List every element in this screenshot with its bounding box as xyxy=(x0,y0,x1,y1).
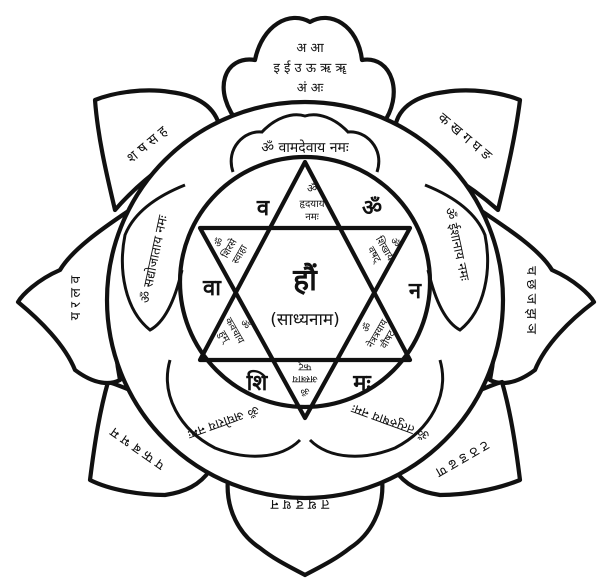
ring-syllable-right: न xyxy=(408,279,422,304)
outer-petal-right-text: च छ ज झ ञ xyxy=(523,266,539,334)
mid-petal-right xyxy=(424,183,490,332)
outer-top-line-1: अ आ xyxy=(296,41,324,56)
hex-bottom-word: अस्त्राय xyxy=(292,373,318,384)
mid-petals xyxy=(120,113,490,458)
hexagram-point-bottom: ॐ अस्त्राय फट् xyxy=(292,361,318,397)
hex-bottom-mantra: फट् xyxy=(297,361,311,372)
mid-petal-bottom-left xyxy=(165,359,302,458)
outer-petal-top-text: अ आ इ ई उ ऊ ऋ ॠ अं अः xyxy=(274,41,348,96)
center-label: (साध्यनाम) xyxy=(270,310,339,330)
mid-petal-bottom-right xyxy=(308,359,445,458)
ring-syllable-bottom-left: शि xyxy=(246,369,269,396)
hexagram-point-upper-left: ॐ शिरसे स्वाहा xyxy=(212,236,251,267)
mid-petal-top xyxy=(229,113,381,173)
ring-syllable-bottom-right: मः xyxy=(352,371,372,396)
ring-syllable-left: वा xyxy=(202,276,222,301)
hex-top-namah: नमः xyxy=(305,212,320,223)
hexagram-point-top: ॐ हृदयाय नमः xyxy=(300,182,325,223)
hex-top-om: ॐ xyxy=(307,182,317,195)
hex-top-word: हृदयाय xyxy=(300,199,325,210)
outer-top-line-3: अं अः xyxy=(297,81,324,96)
outer-petal-top xyxy=(221,15,396,128)
outer-petal-left-text: य र ल व xyxy=(68,276,84,321)
hexagram-point-upper-right: ॐ शिखायै वषट् xyxy=(365,234,403,265)
mid-petal-top-text: ॐ वामदेवाय नमः xyxy=(261,139,350,156)
upward-triangle xyxy=(197,159,413,363)
outer-circle xyxy=(104,99,506,501)
hexagram xyxy=(197,159,413,421)
outer-petal-bottom-text: त थ द ध न xyxy=(271,496,330,512)
outer-top-line-2: इ ई उ ऊ ऋ ॠ xyxy=(274,60,348,76)
downward-triangle xyxy=(197,225,413,421)
ring-syllable-top-left: व xyxy=(256,196,270,221)
hex-bottom-om: ॐ xyxy=(300,385,309,397)
mid-petal-left xyxy=(120,183,186,332)
ring-syllable-top-right: ॐ xyxy=(362,196,382,221)
inner-circle xyxy=(177,154,433,410)
center-bija: हौं xyxy=(292,262,318,298)
